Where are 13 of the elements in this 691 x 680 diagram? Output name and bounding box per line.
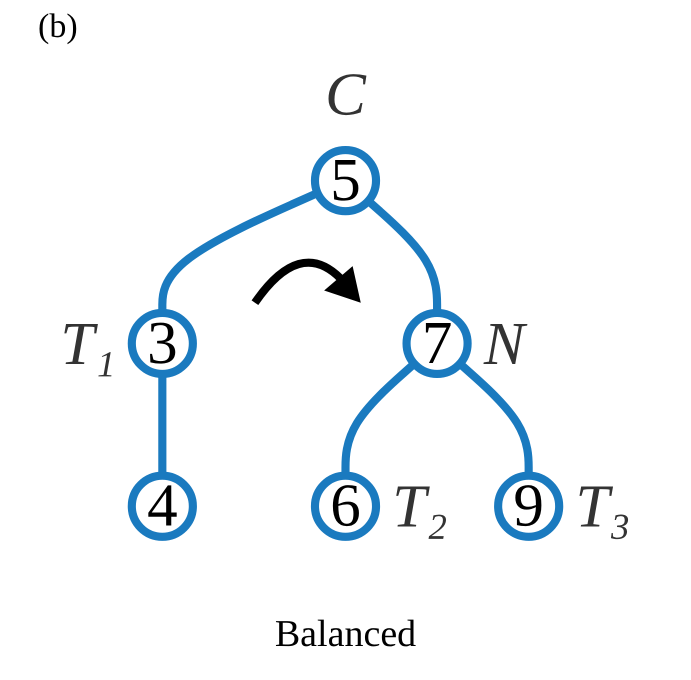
node-circle: 3 (128, 308, 197, 378)
node-circle: 4 (128, 472, 197, 541)
panel-label: (b) (38, 8, 78, 45)
node-circle: 5 (310, 146, 380, 216)
node-caption: C (325, 62, 366, 128)
node-caption: T₁ (60, 310, 116, 378)
node-caption: N (484, 310, 525, 378)
node-circle: 9 (494, 472, 564, 541)
node-circle: 7 (402, 308, 472, 378)
node-circle: 6 (310, 472, 380, 541)
node-caption: T₂ (392, 474, 448, 541)
node-caption: T₃ (575, 474, 631, 541)
caption: Balanced (274, 613, 416, 655)
